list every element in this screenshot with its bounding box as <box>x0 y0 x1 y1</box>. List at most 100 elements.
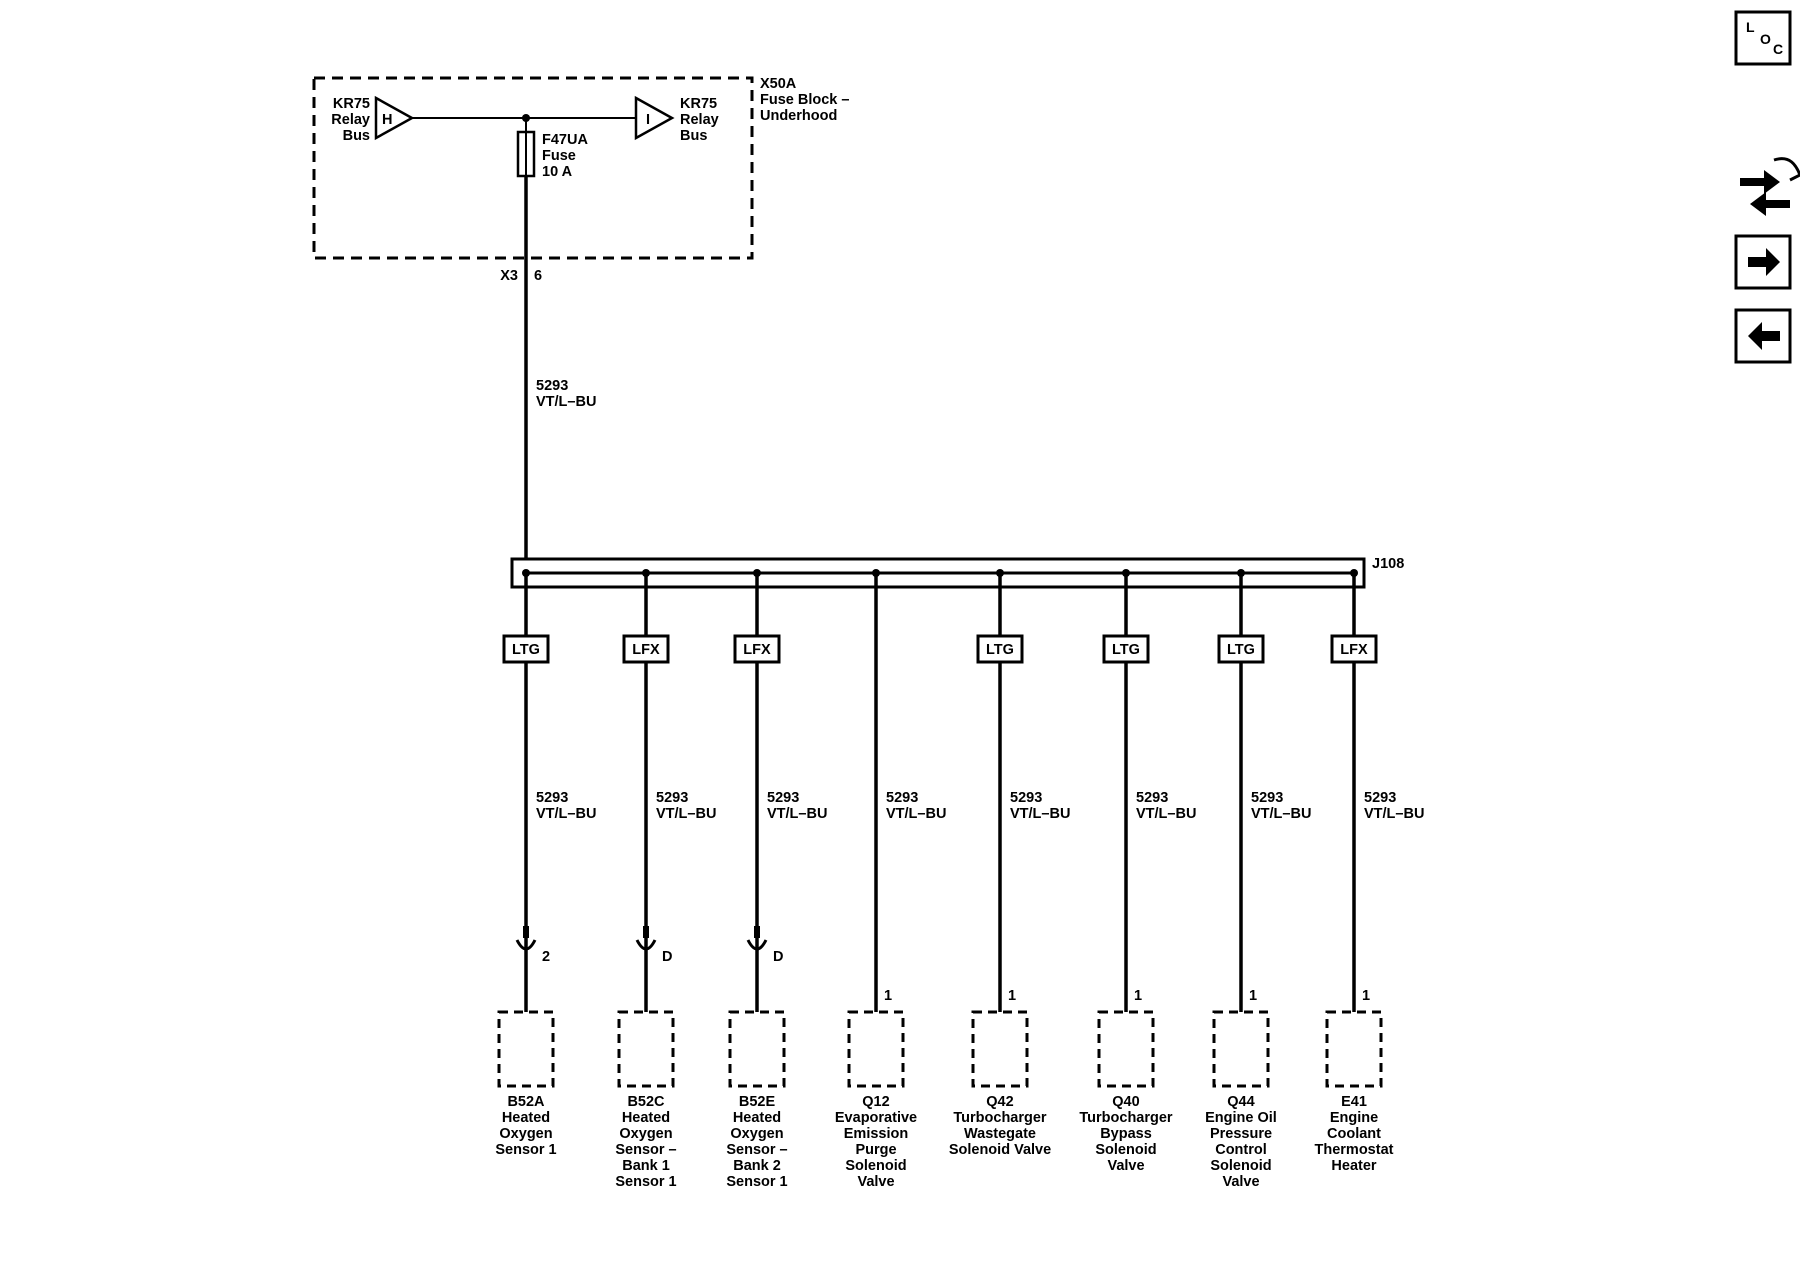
option-code: LTG <box>512 642 540 658</box>
connector-plug-outline <box>1773 157 1800 182</box>
option-box <box>1330 634 1378 664</box>
fuse-block-name-1: Fuse Block – <box>760 92 849 108</box>
component-name-line: Oxygen <box>619 1126 672 1142</box>
component-id: Q40 <box>1112 1094 1139 1110</box>
branch-circuit: LTG5293VT/L–BU1Q42TurbochargerWastegateS… <box>949 569 1070 1158</box>
component-id: Q44 <box>1227 1094 1254 1110</box>
fuse-block-name-2: Underhood <box>760 108 837 124</box>
connector-pin-label: 1 <box>1249 988 1257 1004</box>
prev-arrow <box>1748 322 1780 350</box>
component-id: B52C <box>627 1094 665 1110</box>
fuse-id: F47UA <box>542 132 588 148</box>
option-code: LTG <box>1112 642 1140 658</box>
connector-pin-stub <box>754 926 760 938</box>
fuse-block: X50A Fuse Block – Underhood KR75 Relay B… <box>312 76 849 284</box>
branch-wire-color: VT/L–BU <box>536 806 596 822</box>
connector-arrow-top <box>1740 170 1780 194</box>
component-name-line: Solenoid <box>845 1158 906 1174</box>
component-name-line: Solenoid Valve <box>949 1142 1051 1158</box>
component-name-line: Sensor 1 <box>726 1174 787 1190</box>
component-name-line: Bypass <box>1100 1126 1152 1142</box>
component-name-line: Bank 2 <box>733 1158 781 1174</box>
branch-wire-color: VT/L–BU <box>656 806 716 822</box>
component-name-line: Wastegate <box>964 1126 1036 1142</box>
component-name-line: Valve <box>857 1174 894 1190</box>
component-name-line: Valve <box>1107 1158 1144 1174</box>
branch-circuit-number: 5293 <box>1136 790 1168 806</box>
component-box <box>1325 1010 1383 1088</box>
left-bus-letter: H <box>382 112 392 128</box>
option-box <box>502 634 550 664</box>
component-name-line: Engine Oil <box>1205 1110 1277 1126</box>
component-name-line: Thermostat <box>1315 1142 1394 1158</box>
fuse-block-id: X50A <box>760 76 797 92</box>
component-name-line: Heated <box>733 1110 781 1126</box>
location-icon[interactable]: L O C <box>1734 10 1792 66</box>
branch-wire-color: VT/L–BU <box>767 806 827 822</box>
connector-pin-label: 1 <box>1008 988 1016 1004</box>
component-name-line: Sensor – <box>726 1142 787 1158</box>
left-bus-line3: Bus <box>343 128 370 144</box>
next-arrow <box>1748 248 1780 276</box>
loc-letter-c: C <box>1773 41 1783 57</box>
option-box <box>1102 634 1150 664</box>
right-bus-line1: KR75 <box>680 96 717 112</box>
fuse-type: Fuse <box>542 148 576 164</box>
feed-wire: 5293 VT/L–BU <box>524 176 596 573</box>
connector-pin-label: 1 <box>884 988 892 1004</box>
right-bus-line3: Bus <box>680 128 707 144</box>
branch-circuit-number: 5293 <box>767 790 799 806</box>
component-name-line: Evaporative <box>835 1110 917 1126</box>
connector-pin-label: D <box>773 949 783 965</box>
option-box <box>976 634 1024 664</box>
connector-pin-stub <box>523 926 529 938</box>
branch-circuit-number: 5293 <box>1251 790 1283 806</box>
component-name-line: Emission <box>844 1126 908 1142</box>
component-name-line: Coolant <box>1327 1126 1381 1142</box>
loc-letter-l: L <box>1746 19 1755 35</box>
branch-circuit-number: 5293 <box>886 790 918 806</box>
connector-pin-label: D <box>662 949 672 965</box>
connector-icon[interactable] <box>1740 157 1800 216</box>
connector-x3: X3 <box>500 268 518 284</box>
left-bus-line2: Relay <box>331 112 370 128</box>
branch-circuit-number: 5293 <box>656 790 688 806</box>
connector-cup <box>635 939 657 951</box>
splice-pack: J108 <box>510 556 1404 589</box>
component-id: E41 <box>1341 1094 1367 1110</box>
component-name-line: Heated <box>622 1110 670 1126</box>
component-name-line: Solenoid <box>1095 1142 1156 1158</box>
fuse-rating: 10 A <box>542 164 573 180</box>
component-name-line: Oxygen <box>499 1126 552 1142</box>
component-id: Q12 <box>862 1094 889 1110</box>
feed-wire-color: VT/L–BU <box>536 394 596 410</box>
branch-wire-color: VT/L–BU <box>1251 806 1311 822</box>
left-bus-triangle <box>374 95 415 141</box>
arrow-right-icon[interactable] <box>1734 234 1792 290</box>
option-code: LTG <box>986 642 1014 658</box>
branch-wire-color: VT/L–BU <box>1364 806 1424 822</box>
connector-arrow-bottom <box>1750 192 1790 216</box>
branch-circuit: LTG5293VT/L–BU1Q40TurbochargerBypassSole… <box>1079 569 1196 1174</box>
component-box <box>847 1010 905 1088</box>
option-box <box>1217 634 1265 664</box>
fuse-f47ua: F47UA Fuse 10 A <box>516 118 588 180</box>
component-box <box>971 1010 1029 1088</box>
option-code: LFX <box>743 642 771 658</box>
component-id: B52E <box>739 1094 776 1110</box>
component-id: Q42 <box>986 1094 1013 1110</box>
connector-cup <box>515 939 537 951</box>
component-name-line: Engine <box>1330 1110 1378 1126</box>
component-box <box>1097 1010 1155 1088</box>
option-box <box>733 634 781 664</box>
loc-letter-o: O <box>1760 31 1771 47</box>
component-box <box>617 1010 675 1088</box>
branch-circuit: LFX5293VT/L–BU1E41EngineCoolantThermosta… <box>1315 569 1424 1174</box>
component-name-line: Sensor 1 <box>495 1142 556 1158</box>
component-id: B52A <box>507 1094 545 1110</box>
arrow-left-icon[interactable] <box>1734 308 1792 364</box>
